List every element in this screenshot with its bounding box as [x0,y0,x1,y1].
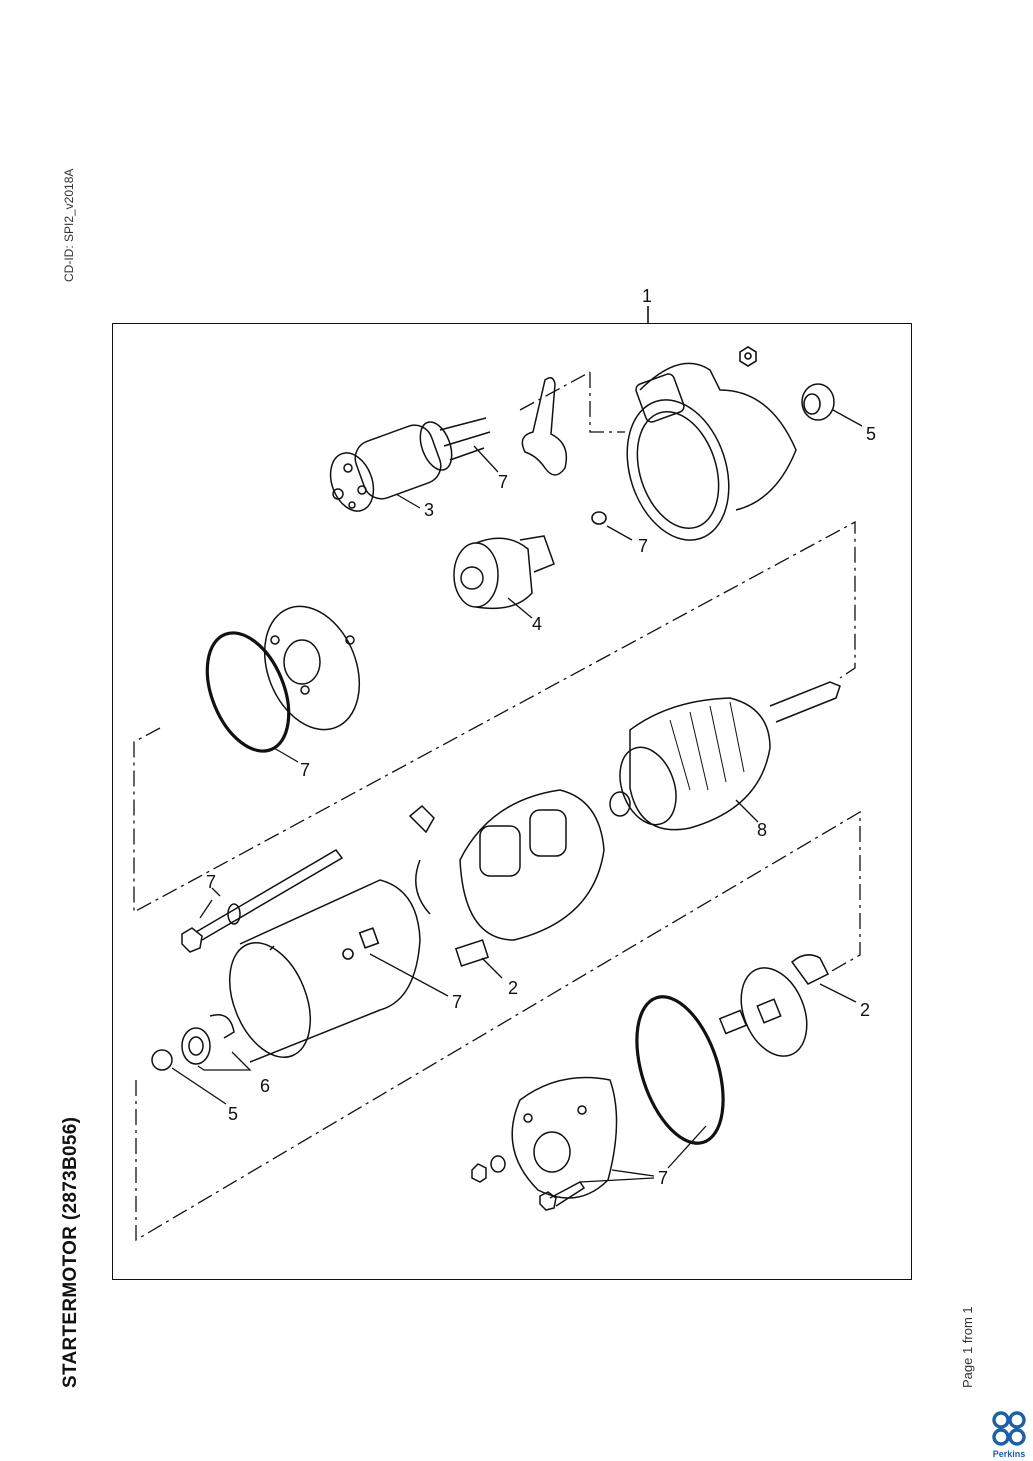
callout-8: 8 [757,820,767,840]
callout-7-left: 7 [300,760,310,780]
perkins-logo: Perkins [992,1411,1026,1459]
callout-7-bolt: 7 [206,872,216,892]
callout-1: 1 [642,286,652,306]
callout-6: 6 [260,1076,270,1096]
diagram-frame [112,323,912,1280]
callout-4: 4 [532,614,542,634]
callout-7-center: 7 [452,992,462,1012]
callout-7-top: 7 [498,472,508,492]
callout-7-upper-mid: 7 [638,536,648,556]
perkins-logo-text: Perkins [993,1449,1026,1459]
callout-2-right: 2 [860,1000,870,1020]
callout-5-bottom: 5 [228,1104,238,1124]
callout-7-bottom: 7 [658,1168,668,1188]
callout-2-center: 2 [508,978,518,998]
callout-3: 3 [424,500,434,520]
callout-5-top: 5 [866,424,876,444]
